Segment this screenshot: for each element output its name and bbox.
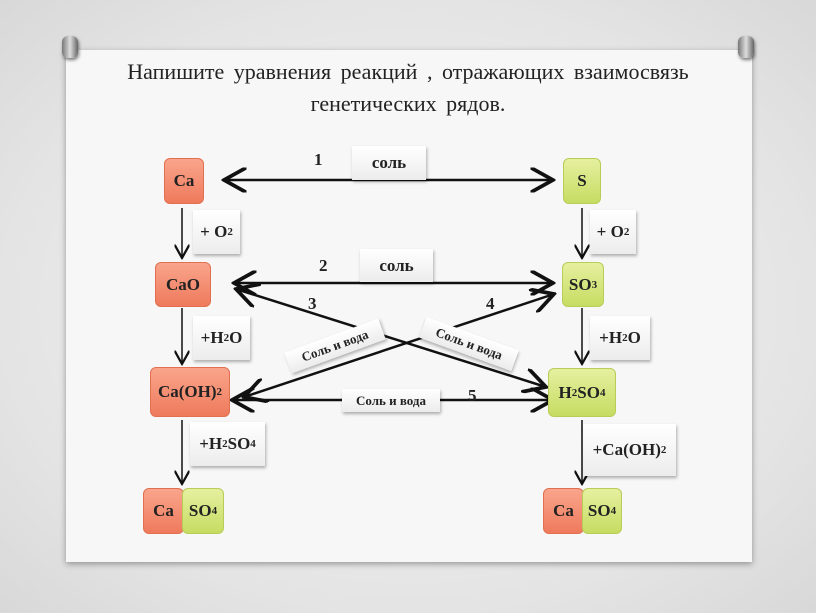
label-text: соль [379, 255, 414, 275]
node-label: SO [577, 382, 600, 402]
reaction-number-5: 5 [468, 386, 477, 405]
subscript: 2 [227, 226, 233, 238]
subscript: 2 [222, 438, 228, 450]
label-text: +Ca(OH) [592, 440, 661, 459]
arrow-3 [236, 289, 546, 387]
subscript: 2 [622, 332, 628, 344]
node-label: Ca [153, 501, 174, 520]
subscript: 2 [223, 332, 230, 344]
label-text: соль [371, 153, 407, 172]
label-text: SO [227, 434, 251, 453]
label-salt-1: соль [352, 146, 426, 180]
label-text: + O [200, 222, 228, 241]
node-s: S [563, 158, 601, 204]
subscript: 2 [623, 226, 630, 238]
node-label: CaO [166, 274, 200, 294]
node-label: Ca(OH) [157, 382, 217, 401]
label-text: + O [596, 222, 624, 241]
node-cao: CaO [155, 262, 211, 307]
reaction-number-2: 2 [319, 256, 328, 275]
pushpin-icon [738, 36, 754, 58]
label-salt-2: соль [360, 249, 433, 282]
subscript: 2 [660, 444, 667, 456]
label-salt-water-5: Соль и вода [342, 389, 440, 412]
label-text: Соль и вода [355, 392, 426, 408]
node-caoh2: Ca(OH)2 [150, 367, 230, 417]
node-label: SO [587, 501, 611, 520]
subscript: 4 [211, 505, 218, 517]
node-label: H [558, 382, 572, 402]
node-label: Ca [553, 501, 574, 520]
subscript: 4 [610, 505, 617, 517]
reaction-number-4: 4 [486, 294, 495, 313]
subscript: 3 [591, 278, 598, 291]
subscript: 2 [216, 386, 223, 398]
subscript: 2 [571, 386, 578, 399]
subscript: 4 [250, 438, 256, 450]
node-ca: Ca [164, 158, 204, 204]
label-text: O [229, 328, 243, 347]
node-label: SO [188, 501, 212, 520]
node-salt-right-ca: Ca [543, 488, 584, 534]
slide-title: Напишите уравнения реакций , отражающих … [127, 59, 689, 116]
label-caoh2: +Ca(OH)2 [583, 424, 676, 476]
subscript: 4 [599, 386, 606, 399]
reaction-number-1: 1 [314, 150, 323, 169]
arrow-4 [244, 294, 554, 397]
node-salt-left-ca: Ca [143, 488, 184, 534]
node-label: SO [568, 274, 592, 294]
label-text: +H [200, 328, 224, 347]
reaction-number-3: 3 [308, 294, 317, 313]
label-text: +H [599, 328, 623, 347]
label-text: +H [199, 434, 223, 453]
pushpin-icon [62, 36, 78, 58]
label-text: O [627, 328, 641, 347]
node-label: Ca [173, 171, 195, 190]
node-label: S [577, 171, 587, 190]
